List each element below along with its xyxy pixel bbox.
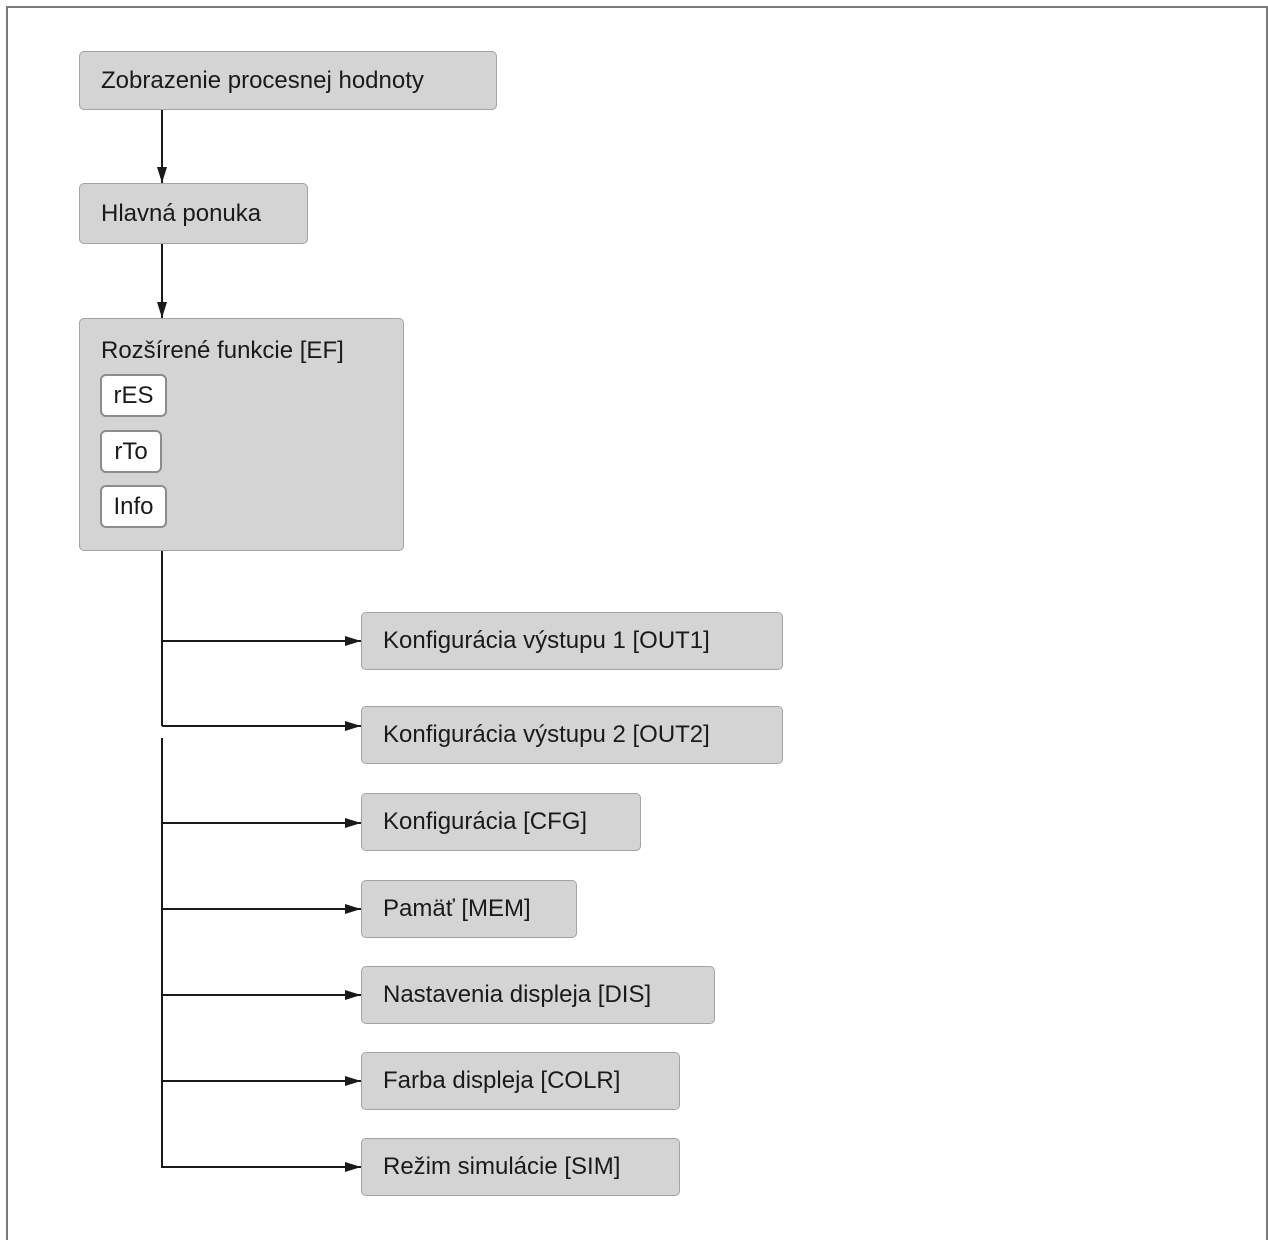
menu-item-info-label: Info — [113, 492, 154, 520]
branch-node-out2: Konfigurácia výstupu 2 [OUT2] — [361, 706, 783, 764]
branch-node-sim: Režim simulácie [SIM] — [361, 1138, 680, 1196]
branch-label-out2: Konfigurácia výstupu 2 [OUT2] — [383, 721, 710, 748]
menu-item-rto: rTo — [100, 430, 162, 473]
branch-node-mem: Pamäť [MEM] — [361, 880, 577, 938]
branch-label-dis: Nastavenia displeja [DIS] — [383, 981, 652, 1008]
process-value-display-node: Zobrazenie procesnej hodnoty — [79, 51, 497, 110]
branch-label-mem: Pamäť [MEM] — [383, 895, 531, 922]
branch-label-colr: Farba displeja [COLR] — [383, 1067, 621, 1094]
branch-node-colr: Farba displeja [COLR] — [361, 1052, 680, 1110]
branch-node-dis: Nastavenia displeja [DIS] — [361, 966, 715, 1024]
branch-label-sim: Režim simulácie [SIM] — [383, 1153, 621, 1180]
menu-item-res: rES — [100, 374, 167, 417]
main-menu-label: Hlavná ponuka — [101, 199, 262, 227]
branch-label-cfg: Konfigurácia [CFG] — [383, 808, 588, 835]
branch-label-out1: Konfigurácia výstupu 1 [OUT1] — [383, 627, 710, 654]
menu-item-res-label: rES — [113, 381, 154, 409]
diagram-frame — [6, 6, 1268, 1240]
menu-item-info: Info — [100, 485, 167, 528]
branch-node-out1: Konfigurácia výstupu 1 [OUT1] — [361, 612, 783, 670]
menu-item-rto-label: rTo — [114, 437, 148, 465]
process-value-display-label: Zobrazenie procesnej hodnoty — [101, 66, 424, 94]
extended-functions-title: Rozšírené funkcie [EF] — [101, 337, 344, 364]
branch-node-cfg: Konfigurácia [CFG] — [361, 793, 641, 851]
main-menu-node: Hlavná ponuka — [79, 183, 308, 244]
